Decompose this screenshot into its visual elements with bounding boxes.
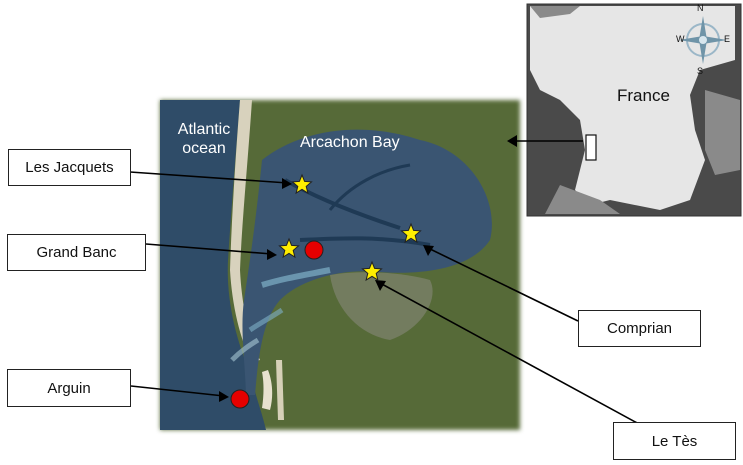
atlantic-ocean-label: Atlantic ocean [177, 121, 231, 157]
star-marker-comprian [400, 222, 422, 244]
label-le-tes: Le Tès [613, 422, 736, 460]
compass-w-label: W [676, 34, 685, 44]
france-inset-map [526, 3, 742, 217]
label-arguin: Arguin [7, 369, 131, 407]
star-marker-les-jacquets [291, 173, 313, 195]
label-grand-banc: Grand Banc [7, 234, 146, 271]
compass-e-label: E [724, 34, 731, 44]
pointer-arguin [130, 385, 225, 397]
study-area-marker [585, 134, 597, 161]
star-marker-grand-banc [278, 237, 300, 259]
compass-s-label: S [697, 66, 704, 76]
pointer-lines [129, 135, 651, 431]
site-markers [230, 173, 422, 409]
label-les-jacquets: Les Jacquets [8, 149, 131, 186]
pointer-comprian [427, 247, 579, 322]
pointer-le-tes [379, 282, 651, 431]
star-marker-le-tes [361, 260, 383, 282]
circle-marker-arguin [230, 389, 250, 409]
pointer-les-jacquets [129, 171, 289, 184]
circle-marker-grand-banc [304, 240, 324, 260]
label-comprian: Comprian [578, 310, 701, 347]
satellite-map [160, 100, 520, 430]
country-label: France [617, 86, 670, 105]
arcachon-bay-label: Arcachon Bay [300, 134, 400, 151]
compass-rose-icon [679, 16, 727, 64]
pointer-grand-banc [145, 243, 273, 255]
compass-n-label: N [697, 3, 704, 13]
